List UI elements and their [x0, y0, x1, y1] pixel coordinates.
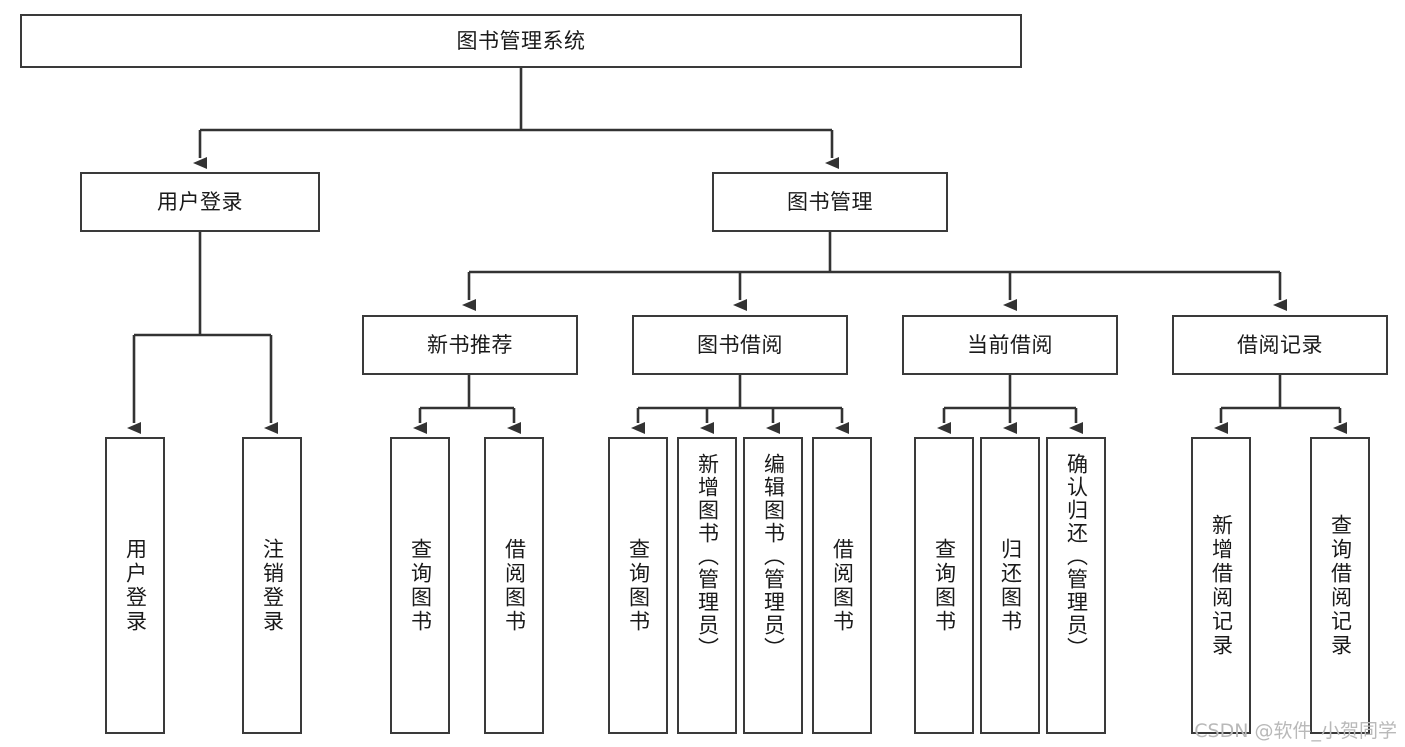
node-label: 图书管理: [787, 189, 873, 214]
node-label: 借阅记录: [1237, 332, 1323, 357]
leaf-label: 新增图书（管理员）: [695, 453, 720, 660]
leaf-label: 新增借阅记录: [1209, 513, 1234, 658]
node-current-borrow[interactable]: 当前借阅: [902, 315, 1118, 375]
node-borrow-record[interactable]: 借阅记录: [1172, 315, 1388, 375]
node-label: 图书管理系统: [456, 28, 586, 53]
leaf-label: 查询图书: [408, 537, 433, 634]
leaf-query-book-current[interactable]: 查询图书: [914, 437, 974, 734]
leaf-edit-book-admin[interactable]: 编辑图书（管理员）: [743, 437, 803, 734]
leaf-return-book[interactable]: 归还图书: [980, 437, 1040, 734]
leaf-label: 查询借阅记录: [1328, 513, 1353, 658]
leaf-confirm-return-admin[interactable]: 确认归还（管理员）: [1046, 437, 1106, 734]
node-label: 当前借阅: [967, 332, 1053, 357]
leaf-query-book-recommend[interactable]: 查询图书: [390, 437, 450, 734]
leaf-label: 查询图书: [626, 537, 651, 634]
node-label: 新书推荐: [427, 332, 513, 357]
node-label: 图书借阅: [697, 332, 783, 357]
leaf-label: 查询图书: [932, 537, 957, 634]
node-user-login[interactable]: 用户登录: [80, 172, 320, 232]
leaf-logout-login[interactable]: 注销登录: [242, 437, 302, 734]
leaf-borrow-book-borrow[interactable]: 借阅图书: [812, 437, 872, 734]
leaf-label: 注销登录: [260, 537, 285, 634]
leaf-query-borrow-record[interactable]: 查询借阅记录: [1310, 437, 1370, 734]
leaf-label: 借阅图书: [502, 537, 527, 634]
leaf-label: 编辑图书（管理员）: [761, 453, 786, 660]
leaf-borrow-book-recommend[interactable]: 借阅图书: [484, 437, 544, 734]
leaf-label: 借阅图书: [830, 537, 855, 634]
leaf-query-book-borrow[interactable]: 查询图书: [608, 437, 668, 734]
leaf-label: 用户登录: [123, 537, 148, 634]
node-book-management[interactable]: 图书管理: [712, 172, 948, 232]
node-book-borrow[interactable]: 图书借阅: [632, 315, 848, 375]
node-new-book-recommend[interactable]: 新书推荐: [362, 315, 578, 375]
leaf-user-login[interactable]: 用户登录: [105, 437, 165, 734]
leaf-label: 归还图书: [998, 537, 1023, 634]
node-root-book-management-system[interactable]: 图书管理系统: [20, 14, 1022, 68]
leaf-add-book-admin[interactable]: 新增图书（管理员）: [677, 437, 737, 734]
leaf-add-borrow-record[interactable]: 新增借阅记录: [1191, 437, 1251, 734]
node-label: 用户登录: [157, 189, 243, 214]
leaf-label: 确认归还（管理员）: [1064, 453, 1089, 660]
